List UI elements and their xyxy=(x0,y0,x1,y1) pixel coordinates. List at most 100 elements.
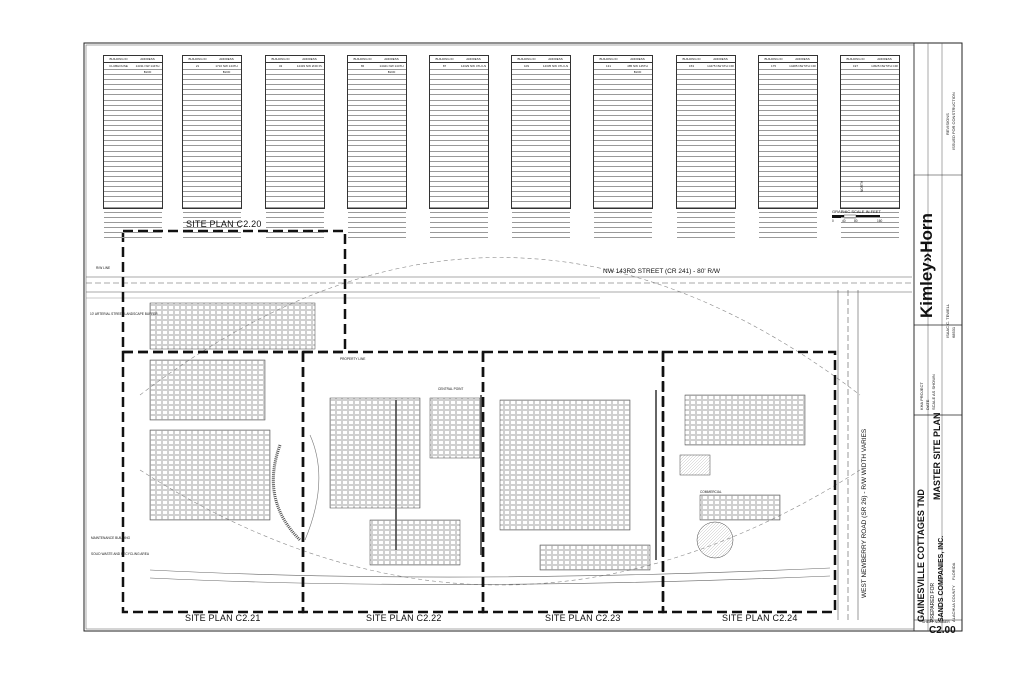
table-row xyxy=(104,182,162,188)
table-row xyxy=(183,172,241,177)
table-row xyxy=(348,152,406,157)
table-row xyxy=(430,228,488,233)
table-row xyxy=(348,85,406,91)
table-row xyxy=(266,95,324,101)
table-row xyxy=(430,202,488,208)
table-row xyxy=(183,116,241,121)
table-row xyxy=(266,126,324,132)
table-row xyxy=(266,141,324,147)
table-row xyxy=(266,146,324,152)
table-row xyxy=(348,90,406,96)
table-cell-id: 175 xyxy=(770,64,776,68)
table-row xyxy=(348,218,406,223)
table-row xyxy=(841,213,899,218)
table-row xyxy=(266,80,324,86)
table-row xyxy=(594,95,652,101)
site-plan-c2-22-label: SITE PLAN C2.22 xyxy=(366,613,442,623)
table-row xyxy=(677,101,735,106)
table-row xyxy=(677,233,735,239)
table-row xyxy=(841,111,899,116)
table-row xyxy=(183,85,241,91)
table-row xyxy=(348,111,406,116)
table-row xyxy=(348,70,406,76)
site-plan-c2-23-label: SITE PLAN C2.23 xyxy=(545,613,621,623)
graphic-scale-label: GRAPHIC SCALE IN FEET xyxy=(832,209,881,214)
nw-143rd-street-label: NW 143RD STREET (CR 241) - 80' R/W xyxy=(603,268,721,275)
table-row xyxy=(104,218,162,223)
table-header-building-id: BUILDING ID xyxy=(435,57,454,61)
table-row xyxy=(841,202,899,208)
table-row xyxy=(104,208,162,213)
table-row xyxy=(677,126,735,132)
table-row xyxy=(104,75,162,81)
table-row xyxy=(430,192,488,198)
table-row xyxy=(841,121,899,127)
table-row xyxy=(348,80,406,86)
table-row xyxy=(759,162,817,167)
table-cell-id: 87 xyxy=(442,64,447,68)
table-row xyxy=(841,223,899,228)
table-row xyxy=(759,152,817,157)
table-cell-address: 14433 NW 2ND PL xyxy=(296,64,323,68)
table-row xyxy=(512,75,570,81)
table-row xyxy=(677,141,735,147)
table-row xyxy=(104,187,162,193)
table-row xyxy=(594,131,652,137)
table-row xyxy=(266,106,324,111)
table-row xyxy=(512,106,570,111)
table-row xyxy=(104,111,162,116)
table-row xyxy=(104,228,162,233)
table-row xyxy=(348,167,406,172)
table-row xyxy=(430,157,488,162)
table-row xyxy=(348,75,406,81)
table-row xyxy=(348,182,406,188)
table-row xyxy=(266,202,324,208)
table-row xyxy=(759,172,817,177)
table-row xyxy=(512,208,570,213)
table-row xyxy=(512,85,570,91)
table-row xyxy=(759,141,817,147)
table-row xyxy=(759,213,817,218)
table-row xyxy=(430,106,488,111)
table-row xyxy=(677,111,735,116)
table-header-building-id: BUILDING ID xyxy=(353,57,372,61)
table-row xyxy=(104,223,162,228)
table-row xyxy=(266,70,324,76)
north-label: NORTH xyxy=(860,180,864,192)
table-row xyxy=(348,116,406,121)
table-row xyxy=(594,75,652,81)
table-row xyxy=(430,121,488,127)
table-row xyxy=(759,223,817,228)
table-row xyxy=(183,223,241,228)
table-row xyxy=(430,218,488,223)
table-row xyxy=(104,106,162,111)
table-row xyxy=(104,202,162,208)
table-row xyxy=(183,187,241,193)
table-row xyxy=(512,162,570,167)
table-row xyxy=(430,116,488,121)
table-row xyxy=(430,182,488,188)
table-row xyxy=(104,101,162,106)
table-cell-id: 65 xyxy=(360,64,365,68)
table-row xyxy=(183,202,241,208)
table-row xyxy=(594,136,652,142)
table-row xyxy=(759,111,817,116)
table-row xyxy=(430,146,488,152)
table-row xyxy=(512,218,570,223)
commercial-label: COMMERCIAL xyxy=(700,490,722,494)
table-row xyxy=(594,172,652,177)
table-row xyxy=(348,131,406,137)
table-row xyxy=(841,182,899,188)
table-row xyxy=(841,157,899,162)
table-header-address: ADDRESS xyxy=(302,57,317,61)
table-row xyxy=(266,116,324,121)
table-row xyxy=(594,101,652,106)
table-row xyxy=(759,157,817,162)
table-row xyxy=(183,75,241,81)
table-row xyxy=(430,90,488,96)
table-row xyxy=(512,187,570,193)
table-cell-address: 14335 NW 4TH LN xyxy=(542,64,569,68)
